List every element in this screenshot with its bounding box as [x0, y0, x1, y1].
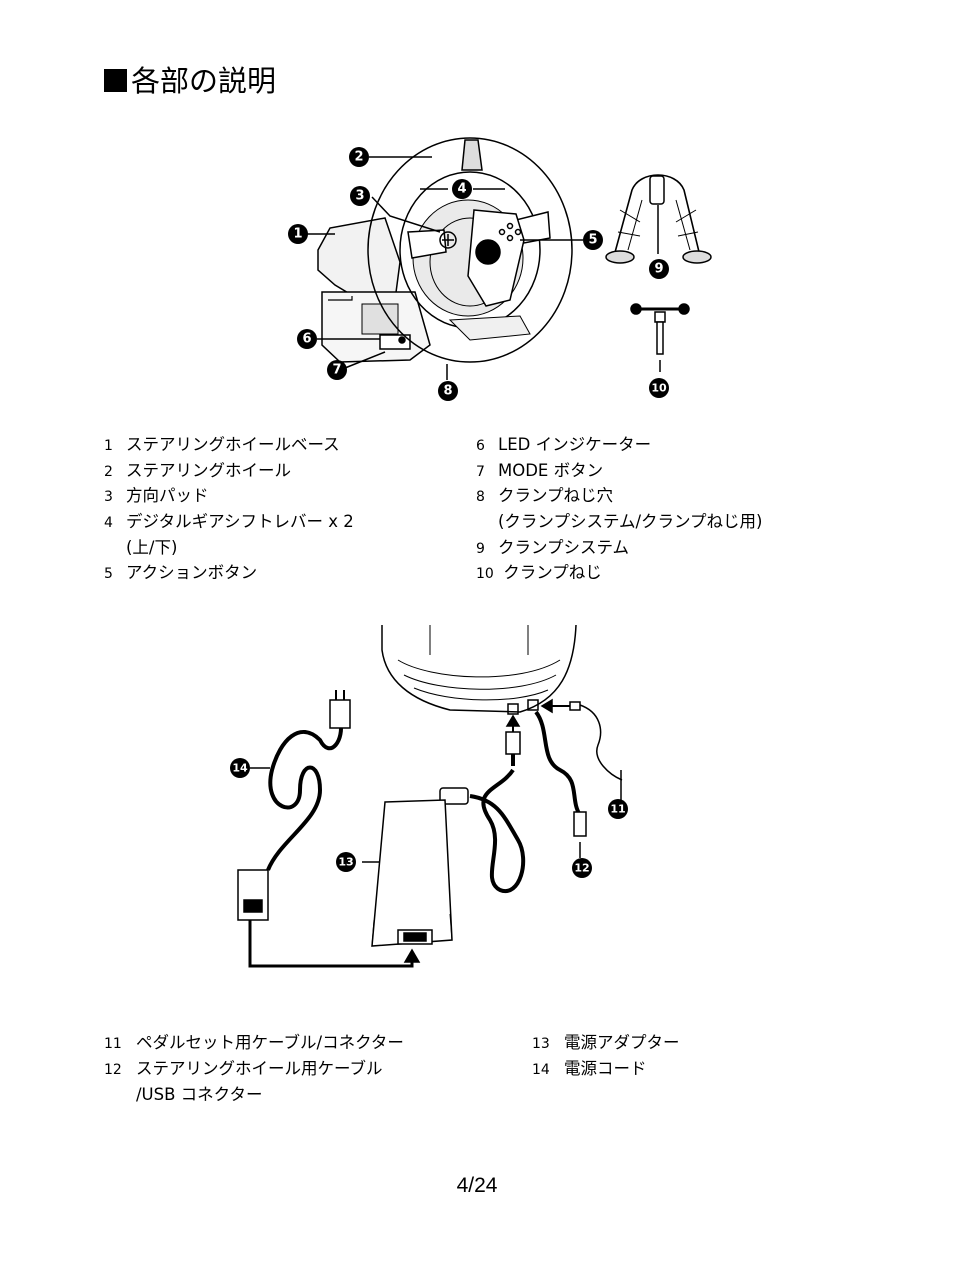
legend-item: (クランプシステム/クランプねじ用): [498, 512, 763, 531]
callout-badge-label: 4: [457, 182, 466, 197]
callout-badge-label: 10: [651, 382, 667, 395]
callout-badge: 13: [336, 852, 356, 872]
callout-badge-label: 3: [355, 189, 364, 204]
callout-badge: 11: [608, 799, 628, 819]
callout-badge: 3: [350, 186, 370, 206]
callout-badges: 11 12 13 14: [230, 758, 628, 878]
callout-badge: 14: [230, 758, 250, 778]
square-bullet-icon: [104, 69, 127, 92]
callout-badge: 4: [452, 179, 472, 199]
callout-badge: 12: [572, 858, 592, 878]
cable-connection-diagram: 11 12 13 14: [230, 624, 628, 968]
callout-badge-label: 9: [654, 262, 663, 277]
callout-badge-label: 8: [443, 384, 452, 399]
callout-badge-label: 11: [610, 803, 625, 816]
callout-badge-label: 2: [354, 150, 363, 165]
callout-badge: 1: [288, 224, 308, 244]
callout-badges: 1 2 3 4 5 6 7 8 9 10: [288, 147, 669, 401]
callout-badge-label: 6: [302, 332, 311, 347]
legend-item: /USB コネクター: [136, 1085, 263, 1104]
callout-badge-label: 7: [332, 363, 341, 378]
page-number: 4/24: [456, 1174, 498, 1197]
legend-item: (上/下): [126, 538, 178, 557]
callout-badge-label: 12: [574, 862, 589, 875]
steering-wheel-diagram: 1 2 3 4 5 6 7 8 9 10: [288, 137, 712, 401]
callout-badge-label: 5: [588, 233, 597, 248]
callout-badge-label: 13: [338, 856, 353, 869]
callout-badge: 6: [297, 329, 317, 349]
callout-badge: 2: [349, 147, 369, 167]
callout-badge: 5: [583, 230, 603, 250]
legend-item: 10 クランプねじ: [476, 563, 602, 582]
callout-badge-label: 1: [293, 227, 302, 242]
page-title: 各部の説明: [104, 58, 276, 100]
callout-badge: 9: [649, 259, 669, 279]
callout-badge: 8: [438, 381, 458, 401]
callout-badge: 10: [649, 378, 669, 398]
callout-badge-label: 14: [232, 762, 248, 775]
callout-badge: 7: [327, 360, 347, 380]
